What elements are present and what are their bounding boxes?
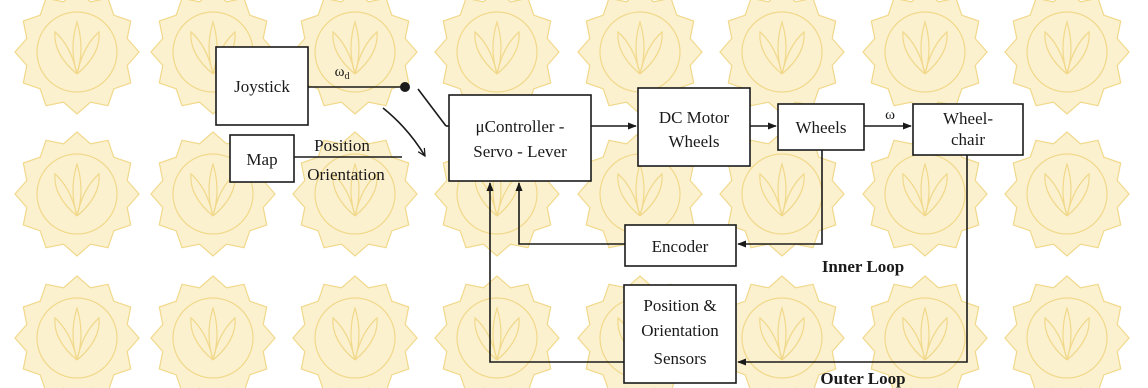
controller-box — [448, 94, 592, 182]
watermark-emblem — [719, 275, 845, 388]
omega-label: ω — [885, 107, 895, 123]
switch-blade — [417, 88, 447, 127]
encoder-label: Encoder — [652, 237, 709, 256]
sensors-box — [623, 284, 737, 384]
watermark-emblem — [1004, 131, 1130, 257]
controller-label-line1: μController - — [476, 117, 565, 136]
orientation-label: Orientation — [307, 165, 385, 184]
sensors-block: Position & Orientation Sensors — [623, 284, 737, 384]
watermark-emblem — [719, 0, 845, 115]
sensors-to-controller-arrow — [486, 182, 624, 363]
position-label: Position — [314, 136, 370, 155]
map-box — [229, 134, 295, 183]
wheelchair-box — [912, 103, 1024, 156]
inner-loop-label: Inner Loop — [822, 257, 904, 276]
map-label: Map — [246, 150, 277, 169]
encoder-box — [624, 224, 737, 267]
omega-d-label: ωd — [335, 64, 350, 82]
wheelchair-label-line1: Wheel- — [943, 109, 993, 128]
wheels-block: Wheels — [777, 103, 865, 151]
watermark-emblem — [292, 275, 418, 388]
watermark-emblem — [434, 275, 560, 388]
map-block: Map — [229, 134, 295, 183]
switch-node — [400, 82, 410, 92]
watermark-emblem — [1004, 0, 1130, 115]
watermark-emblem — [150, 275, 276, 388]
dc-motor-label-line1: DC Motor — [659, 108, 730, 127]
joystick-label: Joystick — [234, 77, 290, 96]
wheelchair-to-sensors-arrow — [737, 155, 968, 366]
watermark-emblem — [14, 131, 140, 257]
switch-curve-arrow — [382, 107, 425, 156]
watermark-emblem — [14, 275, 140, 388]
controller-label-line2: Servo - Lever — [473, 142, 567, 161]
encoder-block: Encoder — [624, 224, 737, 267]
dc-motor-block: DC Motor Wheels — [637, 87, 751, 167]
sensors-label-line1: Position & — [643, 296, 716, 315]
watermark-emblem — [14, 0, 140, 115]
watermark-emblem — [292, 131, 418, 257]
wheels-to-encoder-arrow — [737, 150, 823, 248]
sensors-label-line2: Orientation — [641, 321, 719, 340]
controller-block: μController - Servo - Lever — [448, 94, 592, 182]
watermark-emblem — [1004, 275, 1130, 388]
joystick-box — [215, 46, 309, 126]
sensors-label-line3: Sensors — [654, 349, 707, 368]
joystick-block: Joystick — [215, 46, 309, 126]
outer-loop-label: Outer Loop — [820, 369, 905, 388]
wheels-label: Wheels — [796, 118, 847, 137]
wheels-box — [777, 103, 865, 151]
wheelchair-label-line2: chair — [951, 130, 985, 149]
encoder-to-controller-arrow — [515, 182, 625, 245]
wheelchair-block: Wheel- chair — [912, 103, 1024, 156]
dc-motor-box — [637, 87, 751, 167]
dc-motor-label-line2: Wheels — [669, 132, 720, 151]
watermark-emblem — [862, 275, 988, 388]
